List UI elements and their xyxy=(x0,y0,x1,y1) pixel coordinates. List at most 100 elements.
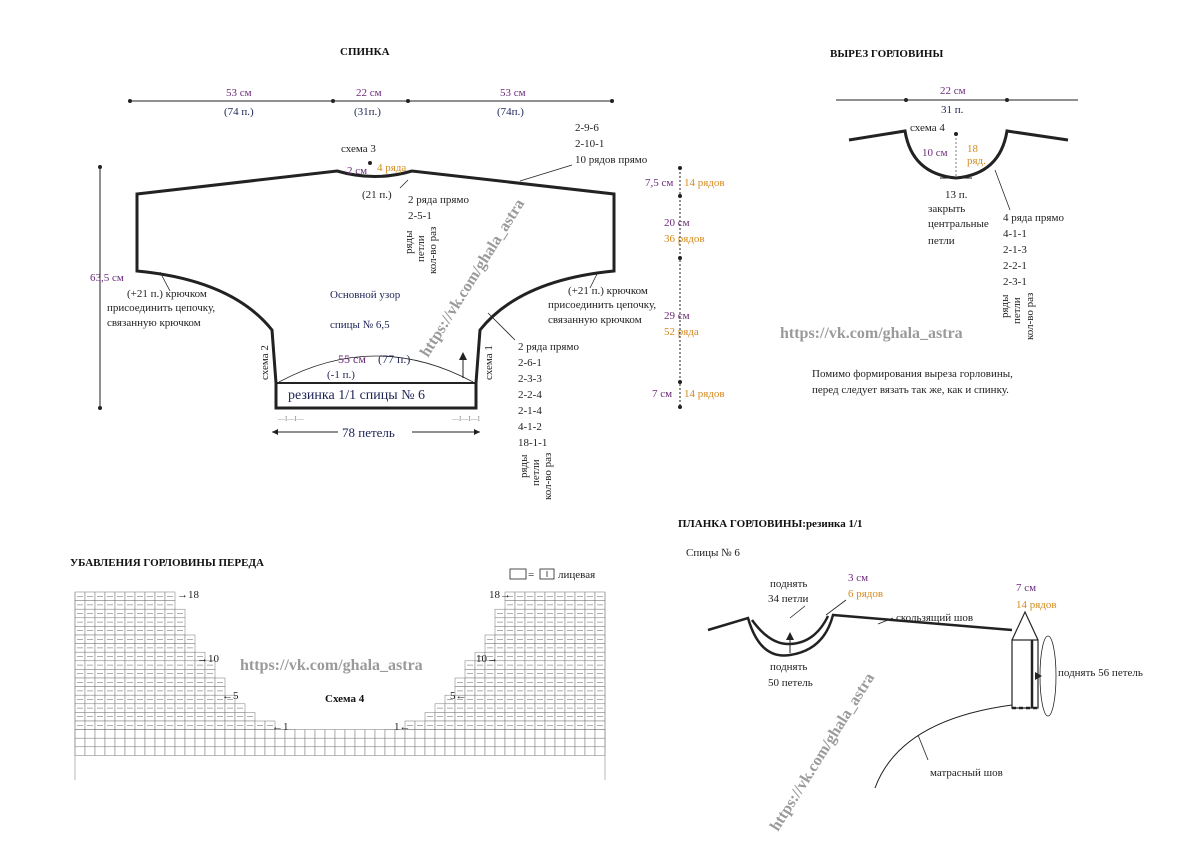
stitch-cell xyxy=(314,746,326,756)
stitch-cell xyxy=(174,737,186,748)
stitch-cell xyxy=(144,737,156,748)
dim-right-st: (74п.) xyxy=(497,106,524,118)
stitch-cell xyxy=(494,729,506,739)
svg-text:петли: петли xyxy=(928,235,955,247)
stitch-cell xyxy=(424,746,436,756)
svg-text:петли: петли xyxy=(530,459,542,486)
stitch-cell xyxy=(564,746,576,756)
svg-text:29 см: 29 см xyxy=(664,310,690,322)
stitch-cell xyxy=(284,746,296,756)
svg-text:(+21 п.) крючком: (+21 п.) крючком xyxy=(568,285,648,297)
stitch-cell xyxy=(354,729,366,739)
stitch-cell xyxy=(484,737,496,748)
stitch-cell xyxy=(454,746,466,756)
stitch-cell xyxy=(164,737,176,748)
stitch-grid xyxy=(74,591,606,756)
neck-st: (21 п.) xyxy=(362,189,392,201)
left-armhole-note: (+21 п.) крючком присоединить цепочку, с… xyxy=(107,271,215,329)
svg-text:50 петель: 50 петель xyxy=(768,677,813,689)
stitch-cell xyxy=(414,737,426,748)
stitch-cell xyxy=(314,737,326,748)
svg-text:2-3-1: 2-3-1 xyxy=(1003,276,1027,288)
stitch-cell xyxy=(464,746,476,756)
stitch-cell xyxy=(514,729,526,739)
svg-text:22 см: 22 см xyxy=(940,85,966,97)
svg-text:2-2-4: 2-2-4 xyxy=(518,389,542,401)
svg-text:ряды: ряды xyxy=(518,454,530,478)
stitch-cell xyxy=(334,729,346,739)
svg-text:14 рядов: 14 рядов xyxy=(684,388,725,400)
stitch-cell xyxy=(304,746,316,756)
stitch-cell xyxy=(194,746,206,756)
right-armhole-note: (+21 п.) крючком присоединить цепочку, с… xyxy=(548,271,656,326)
svg-text:2-1-4: 2-1-4 xyxy=(518,405,542,417)
stitch-cell xyxy=(414,746,426,756)
slip-seam-label: скользящий шов xyxy=(896,612,973,624)
stitch-cell xyxy=(144,729,156,739)
stitch-cell xyxy=(214,746,226,756)
stitch-cell xyxy=(534,729,546,739)
height-total: 63,5 см xyxy=(90,272,124,284)
stitch-cell xyxy=(444,729,456,739)
svg-text:=: = xyxy=(528,569,534,581)
stitch-cell xyxy=(324,737,336,748)
svg-text:2-2-1: 2-2-1 xyxy=(1003,260,1027,272)
band-right-cm: 7 см xyxy=(1016,582,1036,594)
stitch-cell xyxy=(374,729,386,739)
stitch-cell xyxy=(494,737,506,748)
stitch-cell xyxy=(424,737,436,748)
stitch-cell xyxy=(384,737,396,748)
stitch-cell xyxy=(364,729,376,739)
stitch-cell xyxy=(184,737,196,748)
front-dec-title: УБАВЛЕНИЯ ГОРЛОВИНЫ ПЕРЕДА xyxy=(70,557,264,569)
stitch-cell xyxy=(194,729,206,739)
stitch-cell xyxy=(134,737,146,748)
neckline-title: ВЫРЕЗ ГОРЛОВИНЫ xyxy=(830,48,943,60)
dim-left-cm: 53 см xyxy=(226,87,252,99)
row-label-5l: ←5 xyxy=(222,690,239,702)
svg-text:2-6-1: 2-6-1 xyxy=(518,357,542,369)
stitch-cell xyxy=(534,746,546,756)
svg-text:закрыть: закрыть xyxy=(928,203,965,215)
stitch-cell xyxy=(324,746,336,756)
sleeve-shape xyxy=(1011,610,1057,717)
stitch-cell xyxy=(294,737,306,748)
shoulder-right-list: 2-9-6 2-10-1 10 рядов прямо xyxy=(519,122,648,182)
neck-band-shape xyxy=(707,613,1013,657)
stitch-cell xyxy=(104,729,116,739)
stitch-cell xyxy=(504,746,516,756)
stitch-cell xyxy=(474,737,486,748)
stitch-cell xyxy=(374,746,386,756)
svg-text:центральные: центральные xyxy=(928,218,989,230)
stitch-cell xyxy=(164,729,176,739)
band-height-rows: 6 рядов xyxy=(848,588,883,600)
back-outline xyxy=(135,169,616,410)
watermark-band: https://vk.com/ghala_astra xyxy=(767,670,878,834)
stitch-cell xyxy=(454,729,466,739)
band-title: ПЛАНКА ГОРЛОВИНЫ:резинка 1/1 xyxy=(678,518,863,530)
stitch-cell xyxy=(244,746,256,756)
neckline-depth-unit: ряд. xyxy=(967,155,986,167)
svg-text:31 п.: 31 п. xyxy=(941,104,964,116)
stitch-cell xyxy=(344,729,356,739)
svg-text:ряды: ряды xyxy=(999,294,1011,318)
svg-text:связанную крючком: связанную крючком xyxy=(548,314,642,326)
svg-text:7 см: 7 см xyxy=(652,388,672,400)
stitch-cell xyxy=(324,729,336,739)
watermark-neckline: https://vk.com/ghala_astra xyxy=(780,325,963,342)
back-height-dimension: 63,5 см xyxy=(90,165,124,410)
svg-text:2-3-3: 2-3-3 xyxy=(518,373,542,385)
stitch-cell xyxy=(574,746,586,756)
neckline-note-2: перед следует вязать так же, как и спинк… xyxy=(812,384,1009,396)
stitch-cell xyxy=(194,737,206,748)
stitch-cell xyxy=(94,746,106,756)
band-needles: Спицы № 6 xyxy=(686,547,740,559)
stitch-cell xyxy=(594,729,606,739)
svg-text:ряды: ряды xyxy=(403,230,415,254)
stitch-cell xyxy=(564,737,576,748)
stitch-cell xyxy=(394,746,406,756)
stitch-cell xyxy=(314,729,326,739)
stitch-cell xyxy=(124,729,136,739)
scheme-right: схема 1 xyxy=(483,345,495,380)
svg-text:52 ряда: 52 ряда xyxy=(664,326,699,338)
